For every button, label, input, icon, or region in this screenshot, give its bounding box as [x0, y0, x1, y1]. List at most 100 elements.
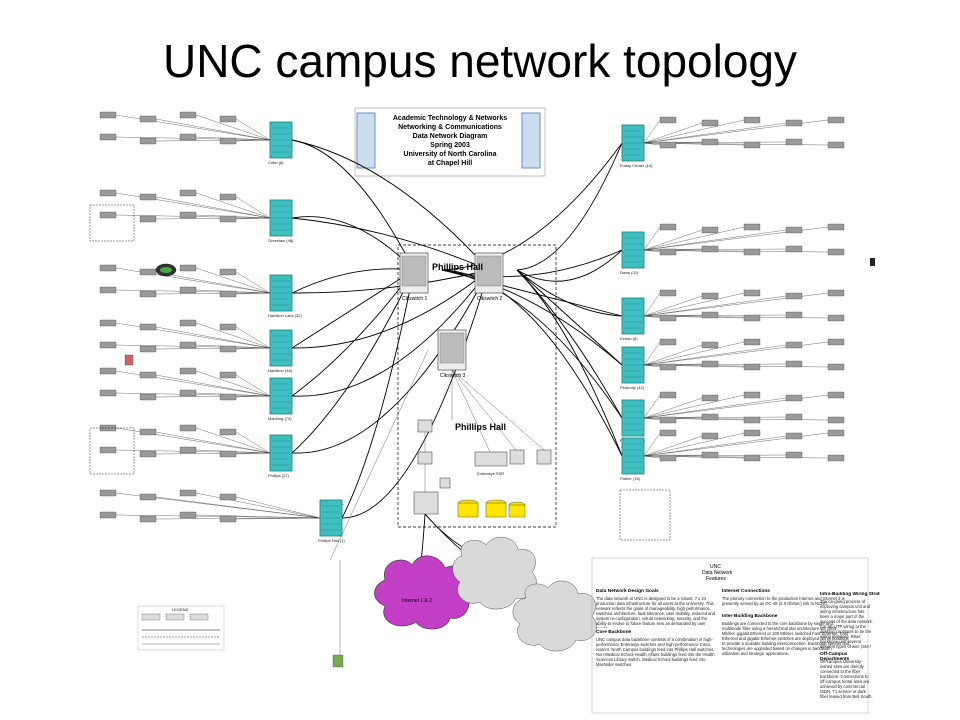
building-node — [139, 268, 157, 276]
building-node — [827, 416, 845, 424]
svg-text:Cobb (8): Cobb (8) — [268, 160, 284, 165]
access-link — [155, 196, 271, 219]
trunk-link — [441, 269, 623, 457]
switch1-label: Clkswitch 1 — [402, 296, 428, 302]
building-node — [659, 248, 677, 256]
header-line-6: at Chapel Hill — [427, 160, 473, 167]
building-node — [827, 314, 845, 322]
access-link — [195, 514, 321, 519]
access-link — [643, 341, 745, 366]
access-link — [643, 292, 661, 317]
building-node — [219, 137, 237, 145]
hub-left-2: Hamilton Labs (32) — [268, 274, 302, 318]
access-link — [643, 435, 703, 457]
trunk-link — [341, 269, 415, 519]
svg-text:Kenan (8): Kenan (8) — [620, 336, 638, 341]
trunk-link — [291, 139, 490, 271]
building-node — [785, 394, 803, 402]
building-node — [785, 360, 803, 368]
access-link — [235, 395, 271, 398]
access-link — [643, 394, 745, 419]
access-link — [155, 452, 271, 455]
intra-building-heading: Intra-Building Wiring Strategies and Sta… — [820, 592, 880, 597]
internet-text: The primary connection to the production… — [722, 596, 845, 606]
hub-left-4: Manning (74) — [268, 377, 293, 421]
building-node — [139, 193, 157, 201]
access-link — [155, 326, 271, 349]
info-title-2: Data Network — [702, 570, 733, 576]
switch3-label: Clkswitch 3 — [440, 373, 466, 379]
building-node — [659, 416, 677, 424]
building-node — [139, 137, 157, 145]
building-node — [179, 446, 197, 454]
access-link — [643, 397, 703, 419]
building-node — [219, 193, 237, 201]
building-node — [139, 290, 157, 298]
building-node — [701, 394, 719, 402]
core-switch-2 — [474, 252, 504, 294]
access-link — [235, 517, 321, 520]
access-link — [195, 427, 271, 454]
access-link — [235, 374, 271, 397]
trunk-link — [291, 269, 490, 349]
access-link — [195, 370, 271, 397]
access-link — [643, 142, 661, 146]
building-node — [99, 319, 117, 327]
legend: LEGEND — [137, 605, 225, 651]
header-text: Academic Technology & Networks Networkin… — [355, 108, 545, 178]
info-title-1: UNC — [710, 564, 721, 570]
building-node — [139, 393, 157, 401]
info-panel-frame — [591, 557, 869, 714]
trunk-link — [291, 216, 415, 271]
svg-text:Phillips Hall (1): Phillips Hall (1) — [318, 538, 345, 543]
building-node — [659, 314, 677, 322]
right-group-1 — [619, 489, 671, 541]
building-node — [659, 391, 677, 399]
access-link — [643, 341, 661, 366]
building-node — [743, 116, 761, 124]
building-node — [219, 371, 237, 379]
info-title-3: Features — [706, 576, 726, 582]
design-goals-heading: Data Network Design Goals — [596, 589, 659, 594]
hub-right-1: Davis (32) — [620, 231, 645, 275]
access-link — [115, 514, 321, 519]
offcampus-heading: Off-Campus Departments — [820, 652, 850, 662]
building-node — [659, 338, 677, 346]
svg-text:LEGEND: LEGEND — [172, 607, 189, 612]
trunk-link — [291, 268, 415, 294]
building-node — [139, 345, 157, 353]
offcampus-text: Off-campus University-owned sites are di… — [820, 659, 873, 699]
building-node — [785, 451, 803, 459]
access-link — [643, 417, 661, 421]
access-link — [155, 217, 271, 220]
building-node — [179, 367, 197, 375]
building-node — [785, 311, 803, 319]
building-node — [701, 413, 719, 421]
svg-text:Friday Center (14): Friday Center (14) — [620, 163, 653, 168]
building-node — [827, 338, 845, 346]
access-link — [451, 369, 545, 451]
trunk-link — [516, 269, 623, 366]
building-node — [785, 138, 803, 146]
access-link — [643, 435, 787, 457]
building-node — [99, 511, 117, 519]
svg-text:Parker (16): Parker (16) — [620, 476, 641, 481]
access-link — [155, 496, 321, 519]
access-link — [451, 369, 517, 451]
intra-building-text: The on-going process of improving campus… — [820, 599, 874, 649]
building-node — [701, 138, 719, 146]
building-node — [219, 290, 237, 298]
building-node — [743, 314, 761, 322]
building-node — [139, 450, 157, 458]
access-link — [643, 455, 661, 459]
trunk-link — [291, 269, 415, 454]
building-node — [99, 133, 117, 141]
building-node — [743, 223, 761, 231]
switch2-label: Clkswitch 2 — [477, 296, 503, 302]
svg-text:Davis (32): Davis (32) — [620, 270, 639, 275]
core-backbone-text: UNC campus data backbone consists of a c… — [596, 637, 715, 667]
building-node — [219, 493, 237, 501]
building-node — [179, 111, 197, 119]
building-node — [179, 489, 197, 497]
trunk-link — [516, 142, 623, 271]
